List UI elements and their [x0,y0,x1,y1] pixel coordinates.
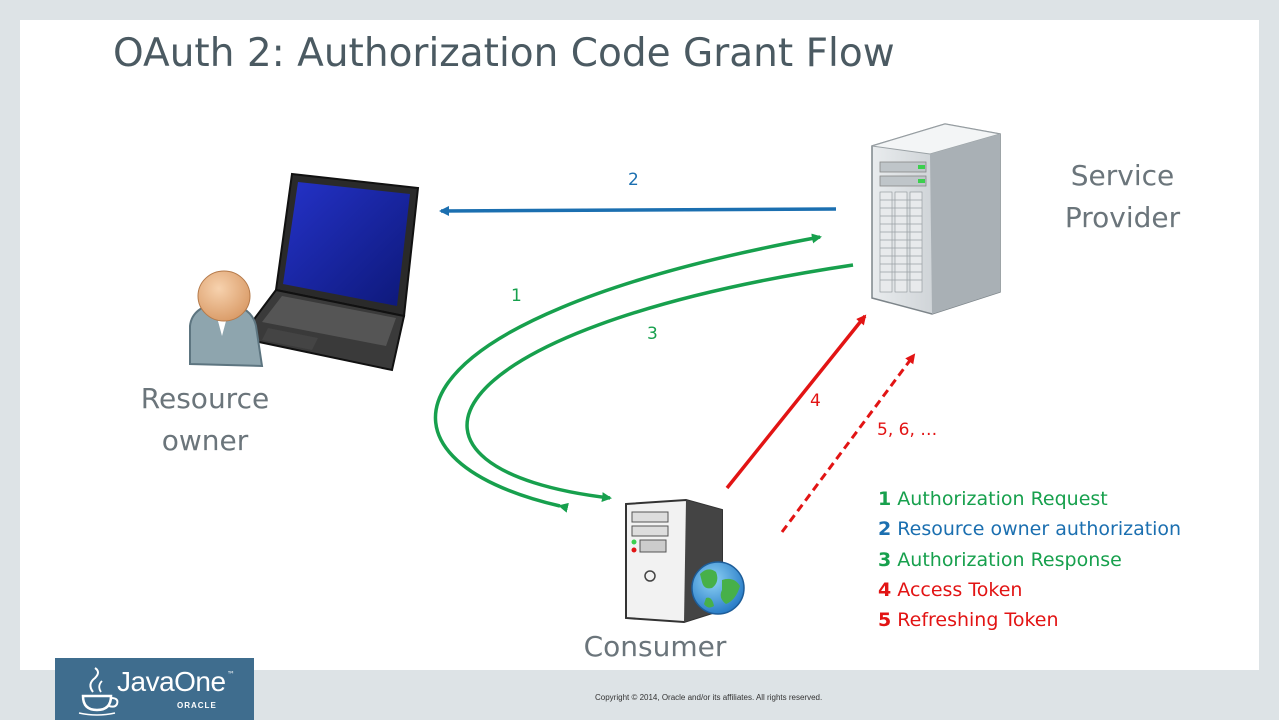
arrow-step-4 [725,314,867,490]
resource-owner-line-2: owner [161,424,249,457]
resource-owner-line-1: Resource [140,382,270,415]
legend-label: Authorization Request [897,488,1108,510]
logo-trademark: ™ [227,670,235,679]
laptop-icon [238,172,420,372]
legend-label: Resource owner authorization [897,518,1182,541]
step-4-number: 4 [810,391,821,411]
java-cup-icon [78,667,119,716]
step-5-number: 5, 6, … [877,420,938,440]
arrow-step-2 [439,205,837,216]
arrow-step-5 [780,353,916,533]
legend-label: Authorization Response [897,548,1122,571]
copyright-notice: Copyright © 2014, Oracle and/or its affi… [595,693,823,702]
legend-label: Access Token [897,578,1023,601]
server-icon [871,123,1001,315]
arrow-step-1 [433,233,822,513]
globe-icon [691,561,745,615]
javaone-logo: JavaOne ™ ORACLE [55,658,254,720]
service-provider-line-1: Service [1070,159,1175,192]
oracle-wordmark: ORACLE [177,701,217,710]
legend-item-4: 4 Access Token [878,575,1181,605]
consumer-label: Consumer [583,630,727,663]
legend: 1 Authorization Request 2 Resource owner… [878,484,1181,635]
legend-number: 1 [878,488,892,510]
service-provider-label: Service Provider [1050,155,1195,239]
legend-item-3: 3 Authorization Response [878,545,1181,575]
step-2-number: 2 [628,170,639,190]
slide-title: OAuth 2: Authorization Code Grant Flow [113,31,895,76]
legend-item-5: 5 Refreshing Token [878,605,1181,635]
person-icon [189,270,264,368]
legend-item-1: 1 Authorization Request [878,484,1181,514]
legend-number: 4 [878,578,892,601]
legend-number: 3 [878,548,892,571]
legend-item-2: 2 Resource owner authorization [878,514,1181,544]
legend-number: 2 [878,518,892,541]
step-1-number: 1 [511,286,522,306]
logo-text: JavaOne [117,666,226,697]
service-provider-line-2: Provider [1064,201,1181,234]
arrow-step-3 [465,263,854,503]
legend-number: 5 [878,609,892,632]
step-3-number: 3 [647,324,658,344]
legend-label: Refreshing Token [897,609,1059,632]
resource-owner-label: Resource owner [130,378,280,462]
